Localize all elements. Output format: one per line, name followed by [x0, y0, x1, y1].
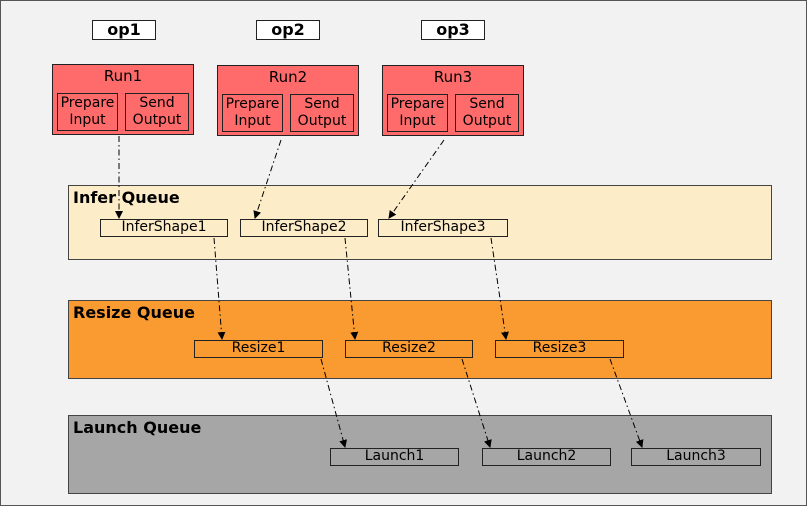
resize-queue: Resize Queue: [68, 300, 772, 379]
task-launch2: Launch2: [482, 448, 611, 466]
task-infershape3: InferShape3: [378, 219, 508, 237]
run1-box: Run1 Prepare Input Send Output: [52, 64, 194, 135]
run2-title: Run2: [268, 68, 308, 86]
task-resize1: Resize1: [194, 340, 323, 358]
run2-prepare-line1: Prepare: [225, 96, 280, 112]
run2-send-output: Send Output: [290, 94, 354, 132]
run1-send-line1: Send: [139, 95, 175, 111]
resize-queue-title: Resize Queue: [73, 303, 195, 322]
arrow-resize3-launch3: [609, 358, 644, 448]
run2-send-line2: Output: [297, 113, 347, 129]
task-launch3: Launch3: [631, 448, 761, 466]
run3-prepare-line2: Input: [399, 113, 436, 129]
arrow-infer1-resize1: [213, 237, 226, 340]
task-launch1: Launch1: [330, 448, 459, 466]
run3-box: Run3 Prepare Input Send Output: [382, 65, 524, 136]
run2-send-line1: Send: [304, 96, 340, 112]
run1-prepare-line1: Prepare: [60, 95, 115, 111]
run1-prepare-input: Prepare Input: [57, 93, 118, 131]
arrow-run3-infer3: [388, 139, 445, 219]
run2-box: Run2 Prepare Input Send Output: [217, 65, 359, 136]
arrow-resize2-launch2: [461, 358, 492, 448]
op2-label: op2: [256, 20, 320, 40]
run3-prepare-input: Prepare Input: [387, 94, 448, 132]
arrow-resize1-launch1: [320, 358, 348, 448]
task-infershape2: InferShape2: [240, 219, 368, 237]
run2-prepare-line2: Input: [234, 113, 271, 129]
run1-prepare-line2: Input: [69, 112, 106, 128]
run3-send-output: Send Output: [455, 94, 519, 132]
run3-send-line1: Send: [469, 96, 505, 112]
run3-title: Run3: [433, 68, 473, 86]
run1-title: Run1: [103, 67, 143, 85]
run2-prepare-input: Prepare Input: [222, 94, 283, 132]
arrow-infer2-resize2: [344, 237, 359, 340]
run3-prepare-line1: Prepare: [390, 96, 445, 112]
op3-label: op3: [421, 20, 485, 40]
run3-send-line2: Output: [462, 113, 512, 129]
run1-send-line2: Output: [132, 112, 182, 128]
arrow-run2-infer2: [253, 139, 282, 219]
launch-queue-title: Launch Queue: [73, 418, 202, 437]
run1-send-output: Send Output: [125, 93, 189, 131]
arrow-infer3-resize3: [490, 237, 509, 340]
task-resize3: Resize3: [495, 340, 624, 358]
task-infershape1: InferShape1: [100, 219, 228, 237]
task-resize2: Resize2: [345, 340, 473, 358]
op1-label: op1: [92, 20, 156, 40]
infer-queue-title: Infer Queue: [73, 188, 180, 207]
